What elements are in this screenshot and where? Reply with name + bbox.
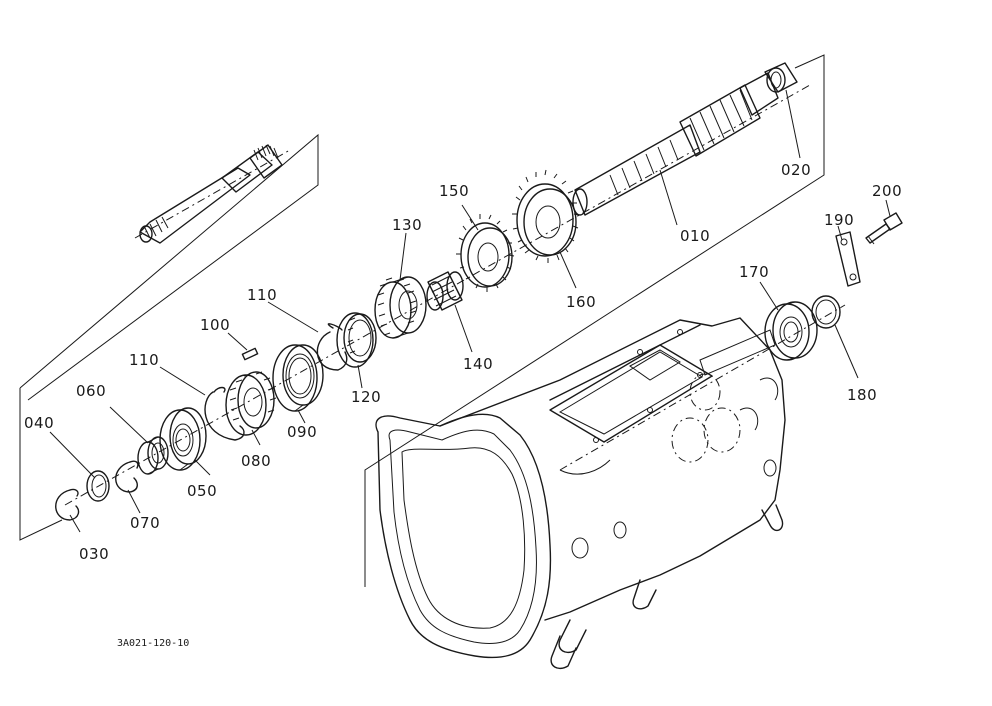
callout-040: 040: [24, 414, 54, 432]
bearing-ring-120: [336, 312, 377, 368]
bushing-020: [764, 62, 798, 93]
hub-080: [225, 371, 277, 436]
callout-120: 120: [351, 388, 381, 406]
callout-labels: 010 020 030 040 050 060 070 080 090 100 …: [24, 161, 902, 649]
callout-030: 030: [79, 545, 109, 563]
main-shaft-010: [572, 72, 779, 216]
drawing-number: 3A021-120-10: [117, 638, 189, 649]
callout-050: 050: [187, 482, 217, 500]
snap-ring-070: [115, 460, 139, 493]
gear-130: [374, 276, 427, 339]
callout-140: 140: [463, 355, 493, 373]
gear-150: [456, 214, 515, 292]
bearing-170: [764, 301, 818, 361]
group-frame: [19, 54, 825, 587]
callout-010: 010: [680, 227, 710, 245]
snap-ring-030: [55, 488, 80, 521]
collar-060: [137, 436, 169, 475]
needle-bearing-140: [426, 271, 464, 311]
callout-150: 150: [439, 182, 469, 200]
stopper-plate-190: [835, 231, 861, 287]
callout-130: 130: [392, 216, 422, 234]
callout-060: 060: [76, 382, 106, 400]
leader-lines: [49, 89, 891, 533]
bearing-050: [159, 407, 207, 471]
snap-ring-110-lower: [204, 386, 245, 441]
bolt-200: [865, 212, 903, 245]
snap-ring-180: [811, 295, 841, 329]
key-100: [241, 347, 259, 361]
transmission-case: [375, 317, 786, 670]
center-axis: [64, 84, 846, 506]
callout-090: 090: [287, 423, 317, 441]
callout-070: 070: [130, 514, 160, 532]
callout-020: 020: [781, 161, 811, 179]
snap-ring-110-upper: [316, 323, 348, 371]
callout-190: 190: [824, 211, 854, 229]
callout-160: 160: [566, 293, 596, 311]
input-shaft: [139, 144, 283, 244]
callout-170: 170: [739, 263, 769, 281]
callout-100: 100: [200, 316, 230, 334]
gear-160: [512, 169, 580, 263]
callout-080: 080: [241, 452, 271, 470]
sleeve-090: [272, 344, 324, 412]
callout-110-upper: 110: [247, 286, 277, 304]
callout-180: 180: [847, 386, 877, 404]
washer-040: [86, 470, 110, 502]
callout-200: 200: [872, 182, 902, 200]
callout-110-lower: 110: [129, 351, 159, 369]
